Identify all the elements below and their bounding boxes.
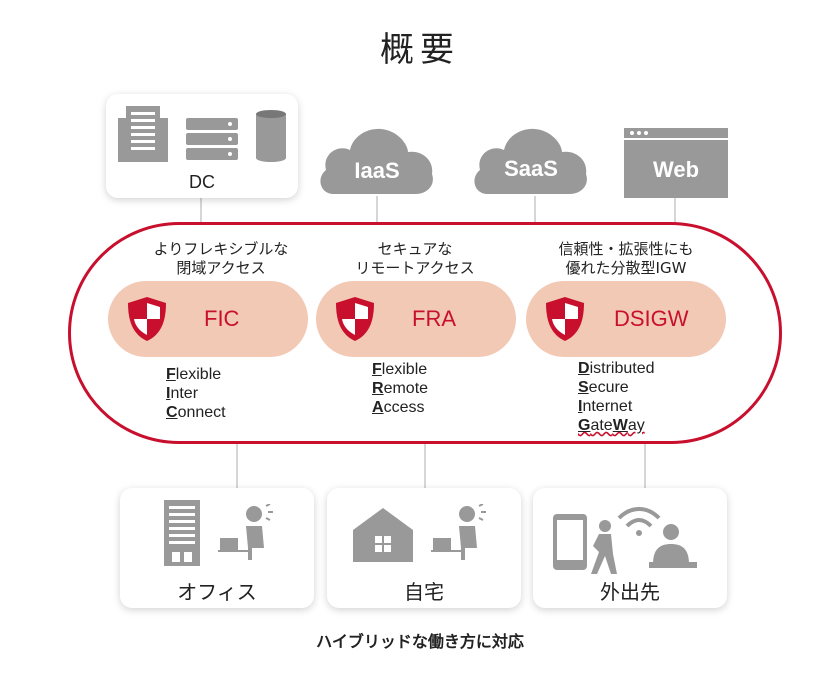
acronym-line: Secure [578,379,629,396]
fic-desc-line1: よりフレキシブルな [153,240,289,258]
shield-icon [128,297,166,341]
house-icon [353,508,413,562]
connector-dc [200,196,202,224]
footer-caption: ハイブリッドな働き方に対応 [316,632,524,651]
database-icon [256,110,286,162]
acronym-line: Distributed [578,360,655,377]
acronym-line: Connect [166,404,226,421]
acronym-line: Internet [578,398,633,415]
fic-acronym: Flexible Inter Connect [166,365,226,422]
web-label: Web [653,157,699,182]
home-label: 自宅 [404,580,444,604]
laptop-user-icon [649,524,697,568]
web-browser-icon: Web [624,128,728,198]
dsigw-description: 信頼性・拡張性にも 優れた分散型IGW [526,240,726,278]
fra-acronym: Flexible Remote Access [372,360,428,417]
remote-worker-icon [218,504,273,560]
dsigw-acronym: Distributed Secure Internet GateWay [578,359,654,435]
dsigw-pill: DSIGW [526,281,726,357]
connector-web [674,196,676,224]
dc-icons [118,106,286,162]
connector-home [424,444,426,490]
connector-iaas [376,196,378,224]
shield-icon [336,297,374,341]
outside-card: 外出先 [533,488,727,608]
fra-desc-line1: セキュアな [377,240,453,258]
outside-label: 外出先 [600,580,660,604]
fic-pill: FIC [108,281,308,357]
saas-label: SaaS [504,156,558,181]
connector-office [236,444,238,490]
connector-outside [644,444,646,490]
dc-label: DC [189,172,215,192]
shield-icon [546,297,584,341]
fra-desc-line2: リモートアクセス [355,259,475,277]
acronym-line: Flexible [372,361,428,378]
page-title: 概要 [380,30,460,70]
fic-desc-line2: 閉域アクセス [176,259,266,277]
server-rack-icon [186,118,238,160]
dsigw-desc-line1: 信頼性・拡張性にも [558,240,694,258]
fra-description: セキュアな リモートアクセス [320,240,510,278]
dsigw-label: DSIGW [614,306,689,331]
acronym-line: Access [372,399,425,416]
fra-pill: FRA [316,281,516,357]
walking-person-icon [591,520,617,574]
remote-worker-icon [431,504,486,560]
fic-label: FIC [204,306,240,331]
acronym-line: Flexible [166,366,222,383]
server-building-icon [118,106,168,162]
dc-card: DC [106,94,298,198]
acronym-line: GateWay [578,417,645,434]
office-card: オフィス [120,488,314,608]
dsigw-desc-line2: 優れた分散型IGW [565,259,687,277]
iaas-cloud-icon: IaaS [320,128,433,194]
acronym-line: Remote [372,380,429,397]
smartphone-icon [553,514,587,570]
fra-label: FRA [412,306,456,331]
fic-description: よりフレキシブルな 閉域アクセス [126,240,316,278]
connector-saas [534,196,536,224]
saas-cloud-icon: SaaS [474,128,587,194]
office-label: オフィス [177,580,257,604]
wifi-icon [617,507,661,536]
office-building-icon [164,500,200,566]
acronym-line: Inter [166,385,199,402]
iaas-label: IaaS [354,158,399,183]
home-card: 自宅 [327,488,521,608]
